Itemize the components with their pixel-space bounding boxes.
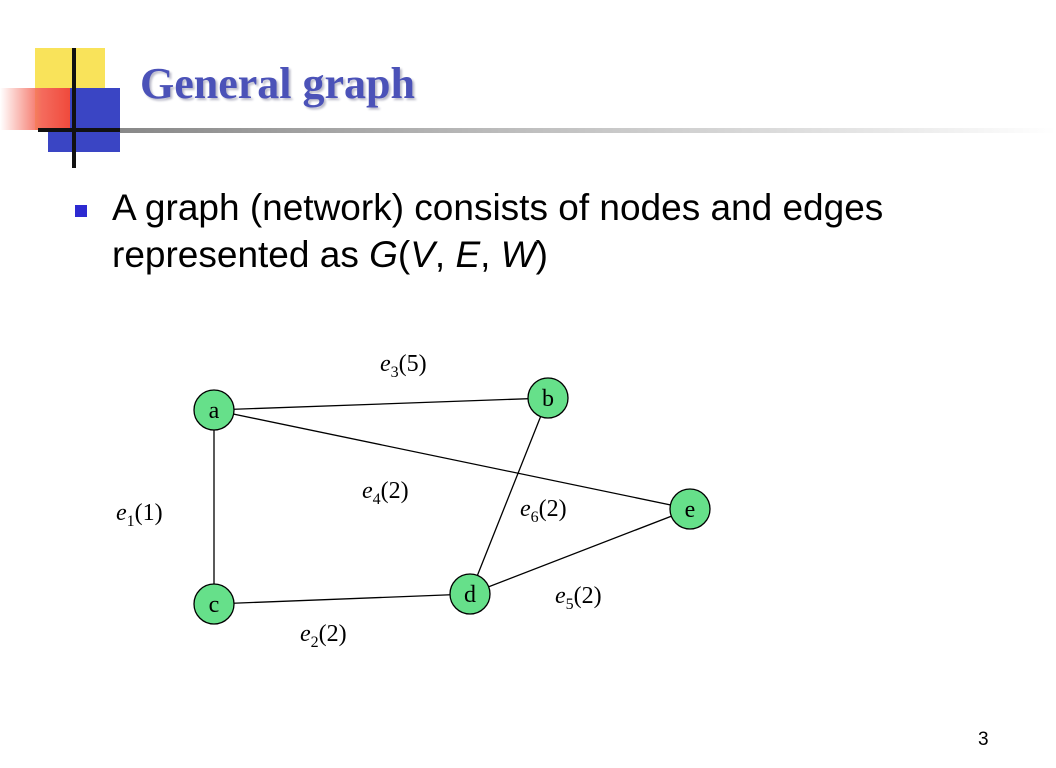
bullet-text: A graph (network) consists of nodes and …	[112, 184, 992, 278]
title-underline	[120, 128, 1056, 133]
edge-subscript: 6	[531, 509, 539, 526]
edge-name: e	[380, 351, 391, 377]
formula-v: V	[410, 234, 435, 275]
node-label: b	[542, 386, 554, 412]
node-e: e	[669, 488, 711, 530]
edge-e4	[213, 409, 691, 510]
edge-name: e	[555, 583, 566, 609]
logo-vertical-line	[72, 48, 76, 168]
formula-sep-1: ,	[434, 234, 456, 275]
edge-name: e	[300, 621, 311, 647]
edge-subscript: 3	[391, 364, 399, 381]
formula-close: )	[535, 234, 548, 275]
edge-name: e	[116, 500, 127, 526]
edge-label-e6: e6(2)	[520, 496, 567, 526]
bullet-prefix: A graph (network) consists of nodes and …	[112, 187, 884, 275]
edge-weight: (1)	[135, 500, 163, 526]
edge-label-e4: e4(2)	[362, 478, 409, 508]
bullet-marker	[75, 205, 87, 217]
node-circle	[527, 377, 569, 419]
page-number: 3	[978, 729, 989, 750]
edge-weight: (2)	[574, 583, 602, 609]
edge-subscript: 4	[373, 491, 381, 508]
edge-label-e3: e3(5)	[380, 351, 427, 381]
node-a: a	[193, 389, 235, 431]
node-d: d	[449, 573, 491, 615]
edge-subscript: 5	[566, 596, 574, 613]
edge-weight: (5)	[399, 351, 427, 377]
slide-title: General graph	[140, 59, 415, 108]
node-b: b	[527, 377, 569, 419]
edge-label-e1: e1(1)	[116, 500, 163, 530]
formula-g: G	[369, 234, 398, 275]
node-label: e	[685, 497, 696, 523]
edge-name: e	[520, 496, 531, 522]
edge-e3	[213, 397, 549, 411]
edge-e6	[469, 397, 549, 595]
edge-e5	[469, 508, 691, 595]
node-label: c	[209, 592, 220, 618]
edge-subscript: 1	[127, 513, 135, 530]
formula-sep-2: ,	[480, 234, 501, 275]
edge-name: e	[362, 478, 373, 504]
edge-weight: (2)	[381, 478, 409, 504]
formula-e: E	[455, 234, 481, 275]
logo-red-stripe	[0, 88, 70, 130]
node-label: d	[464, 582, 476, 608]
formula-w: W	[500, 234, 536, 275]
node-circle	[193, 389, 235, 431]
edge-label-e2: e2(2)	[300, 621, 347, 651]
edge-subscript: 2	[311, 634, 319, 651]
edge-label-e5: e5(2)	[555, 583, 602, 613]
formula-open: (	[397, 234, 411, 275]
node-circle	[449, 573, 491, 615]
node-c: c	[193, 583, 235, 625]
node-circle	[669, 488, 711, 530]
edge-weight: (2)	[539, 496, 567, 522]
node-label: a	[209, 398, 220, 424]
logo-horizontal-line	[38, 128, 122, 132]
edge-weight: (2)	[319, 621, 347, 647]
edge-e2	[213, 593, 471, 605]
node-circle	[193, 583, 235, 625]
